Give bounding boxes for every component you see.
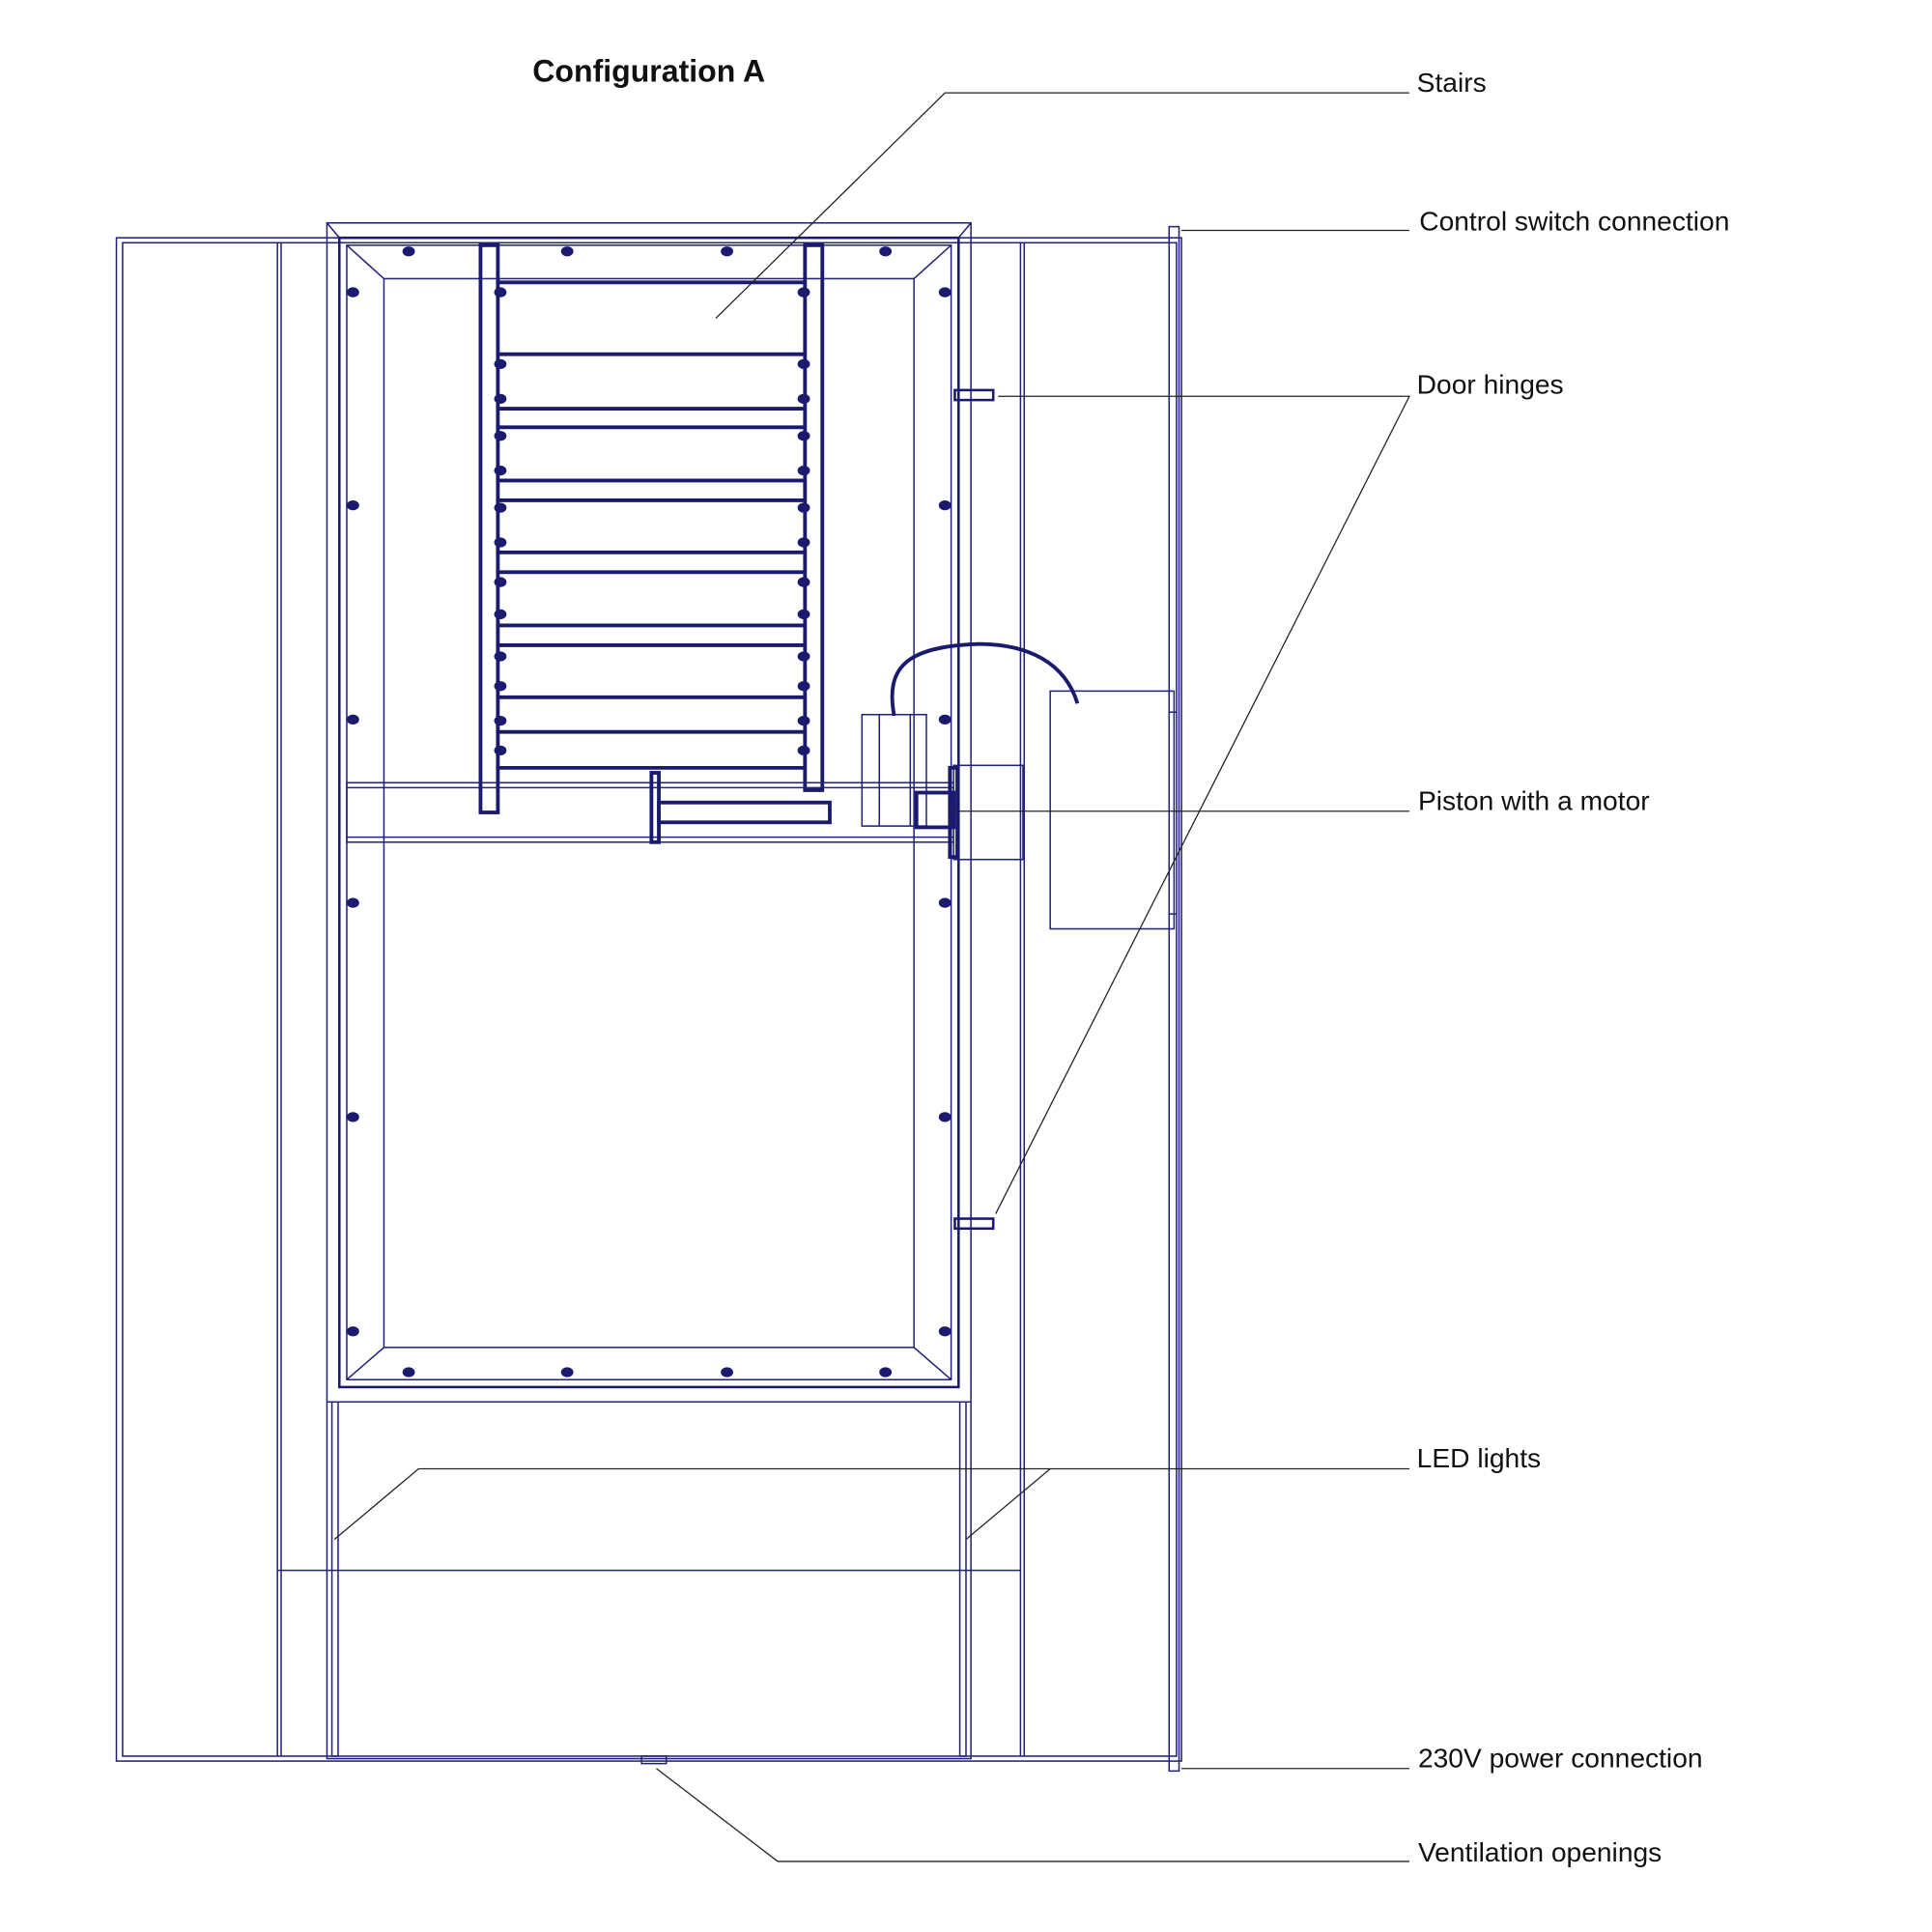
bolt (938, 1112, 952, 1122)
bolt (879, 1367, 893, 1378)
label-ventilation: Ventilation openings (1418, 1836, 1662, 1867)
control-box (1049, 690, 1176, 930)
bolt (560, 246, 574, 257)
door-hinges (953, 388, 995, 1231)
bolt (560, 1367, 574, 1378)
bolt (938, 714, 952, 724)
bolt (938, 287, 952, 298)
label-piston: Piston with a motor (1418, 784, 1650, 815)
bolt (721, 246, 733, 257)
label-led-lights: LED lights (1417, 1442, 1541, 1473)
piston-motor (346, 641, 1080, 860)
ventilation-openings (640, 1755, 668, 1765)
bolt (402, 246, 415, 257)
stairs (478, 242, 825, 814)
diagram-title: Configuration A (532, 54, 765, 89)
label-power-connection: 230V power connection (1418, 1742, 1703, 1773)
bolt (346, 897, 359, 908)
bolt (346, 1112, 359, 1122)
door-bolts (346, 246, 952, 1378)
bolt (938, 1326, 952, 1337)
bolt (346, 714, 359, 724)
bolt (721, 1367, 733, 1378)
cabinet (115, 222, 1182, 1773)
bolt (938, 897, 952, 908)
leader-lines (333, 92, 1411, 1862)
bolt (938, 499, 952, 511)
door-frame (326, 222, 972, 1760)
bolt (402, 1367, 415, 1378)
label-control-switch: Control switch connection (1419, 205, 1729, 236)
bolt (346, 499, 359, 511)
bolt (879, 246, 893, 257)
bolt (346, 287, 359, 298)
door-panel (383, 277, 915, 1349)
bolt (346, 1326, 359, 1337)
label-stairs: Stairs (1417, 67, 1487, 98)
side-panel (1168, 225, 1180, 1773)
label-door-hinges: Door hinges (1417, 369, 1564, 400)
